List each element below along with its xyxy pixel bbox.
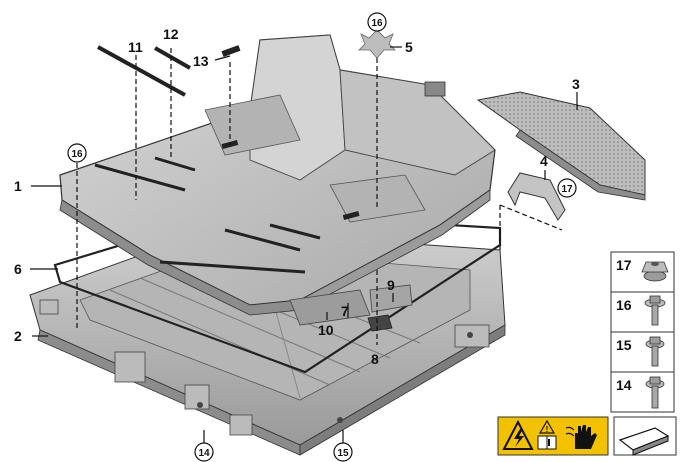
high-voltage-warning-icon xyxy=(502,419,534,450)
nut-icon xyxy=(641,261,669,282)
callout-10: 10 xyxy=(318,322,334,338)
leader-lines xyxy=(30,46,578,445)
callout-labels: 1 2 3 4 5 6 7 8 9 10 11 12 13 xyxy=(14,26,580,367)
callout-5: 5 xyxy=(405,39,413,55)
callout-6: 6 xyxy=(14,261,22,277)
bolt-icon xyxy=(645,376,665,409)
circled-callout-15: 15 xyxy=(333,442,353,462)
callout-4: 4 xyxy=(540,153,548,169)
callout-13: 13 xyxy=(193,53,209,69)
callout-1: 1 xyxy=(14,178,22,194)
callout-14-text: 14 xyxy=(198,448,210,459)
inner-modules xyxy=(289,284,413,332)
legend-item-15: 15 xyxy=(616,336,665,367)
insulation-strip-11 xyxy=(97,45,186,97)
insulation-strip-12 xyxy=(154,46,191,70)
callout-2: 2 xyxy=(14,328,22,344)
battery-housing-tray xyxy=(29,229,506,456)
svg-text:!: ! xyxy=(546,425,549,434)
circled-callout-16-left: 16 xyxy=(67,143,87,163)
wear-gloves-icon xyxy=(565,425,597,449)
mounting-bracket xyxy=(507,172,566,221)
legend-item-16: 16 xyxy=(616,295,666,326)
pad-13 xyxy=(221,45,241,57)
circled-callout-17: 17 xyxy=(557,178,577,198)
callout-16a-text: 16 xyxy=(371,18,383,29)
callout-15-text: 15 xyxy=(337,448,349,459)
legend-label-14: 14 xyxy=(616,377,632,393)
legend-label-16: 16 xyxy=(616,297,632,313)
circled-callout-14: 14 xyxy=(194,442,214,462)
perforated-cover-plate xyxy=(476,91,646,201)
legend-label-15: 15 xyxy=(616,337,632,353)
callout-9: 9 xyxy=(387,277,395,293)
safety-warning-label: ! xyxy=(497,416,609,456)
callout-17-text: 17 xyxy=(561,184,573,195)
bolt-icon xyxy=(644,295,666,326)
callout-3: 3 xyxy=(572,76,580,92)
fastener-legend: 17 16 15 14 xyxy=(610,251,675,413)
location-indicator-box xyxy=(613,416,677,456)
callout-16b-text: 16 xyxy=(71,149,83,160)
circled-callout-16-top: 16 xyxy=(367,12,387,32)
callout-7: 7 xyxy=(341,303,349,319)
legend-item-17: 17 xyxy=(616,257,669,282)
legend-label-17: 17 xyxy=(616,257,632,273)
bolt-icon xyxy=(645,336,665,367)
battery-cover-lid xyxy=(59,34,496,316)
legend-item-14: 14 xyxy=(616,376,665,409)
read-manual-icon: ! xyxy=(537,419,557,450)
callout-11: 11 xyxy=(128,39,143,55)
cross-washer-5 xyxy=(358,29,396,59)
callout-8: 8 xyxy=(371,351,379,367)
callout-12: 12 xyxy=(163,26,179,42)
